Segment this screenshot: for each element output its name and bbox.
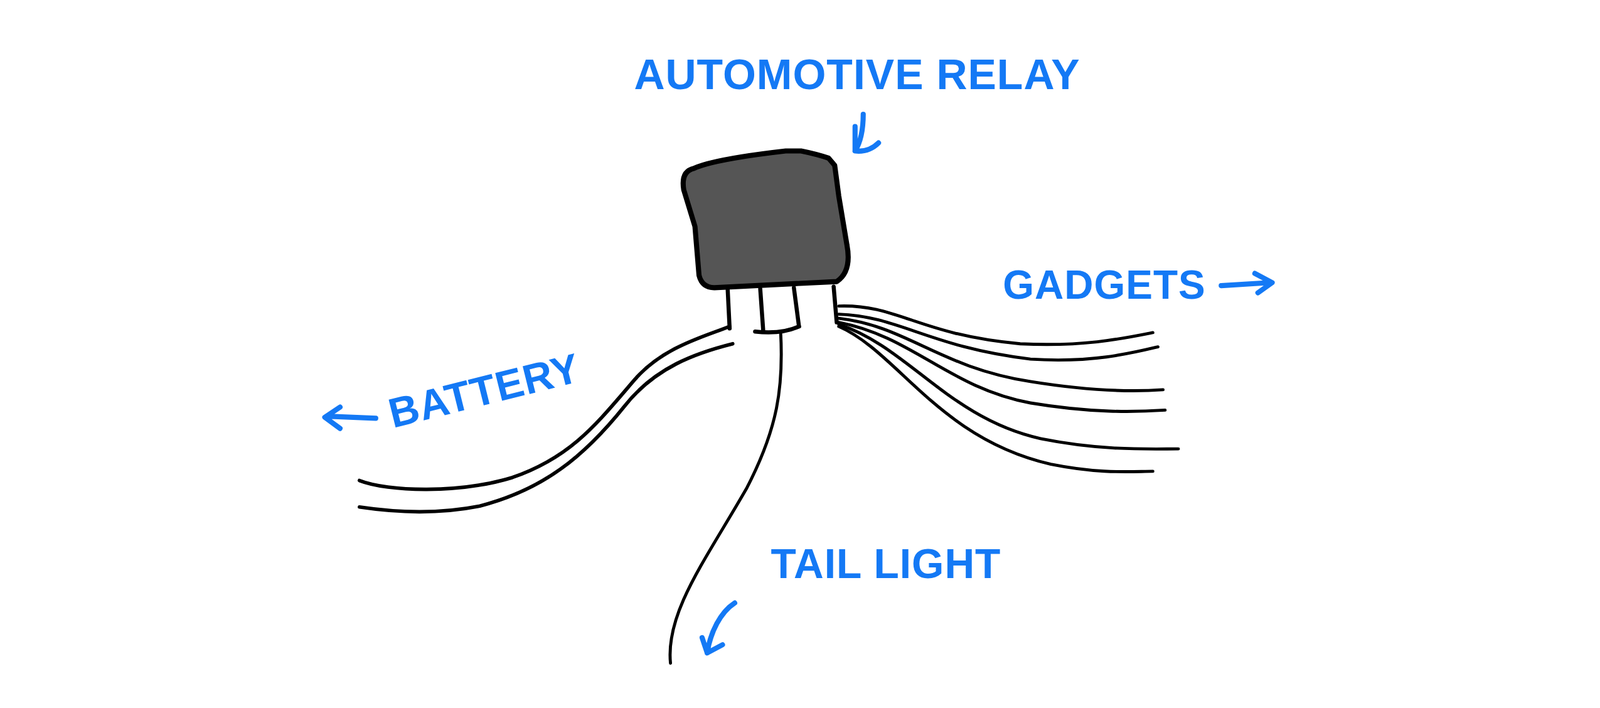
relay-pointer-arrow	[855, 114, 879, 152]
battery-wires	[359, 326, 733, 512]
wire-label: BATTERY	[384, 346, 585, 434]
tail-light-wire	[670, 331, 782, 663]
relay-pins	[727, 286, 838, 333]
relay-body	[683, 151, 849, 288]
wire-label: GADGETS	[1002, 264, 1206, 305]
gadget-wires	[838, 305, 1179, 472]
gadgets-arrow	[1221, 273, 1272, 294]
battery-arrow	[325, 407, 376, 429]
wire-label: TAIL LIGHT	[771, 542, 1002, 585]
tail-light-arrow	[702, 602, 735, 654]
part-name: AUTOMOTIVE RELAY	[633, 52, 1080, 96]
